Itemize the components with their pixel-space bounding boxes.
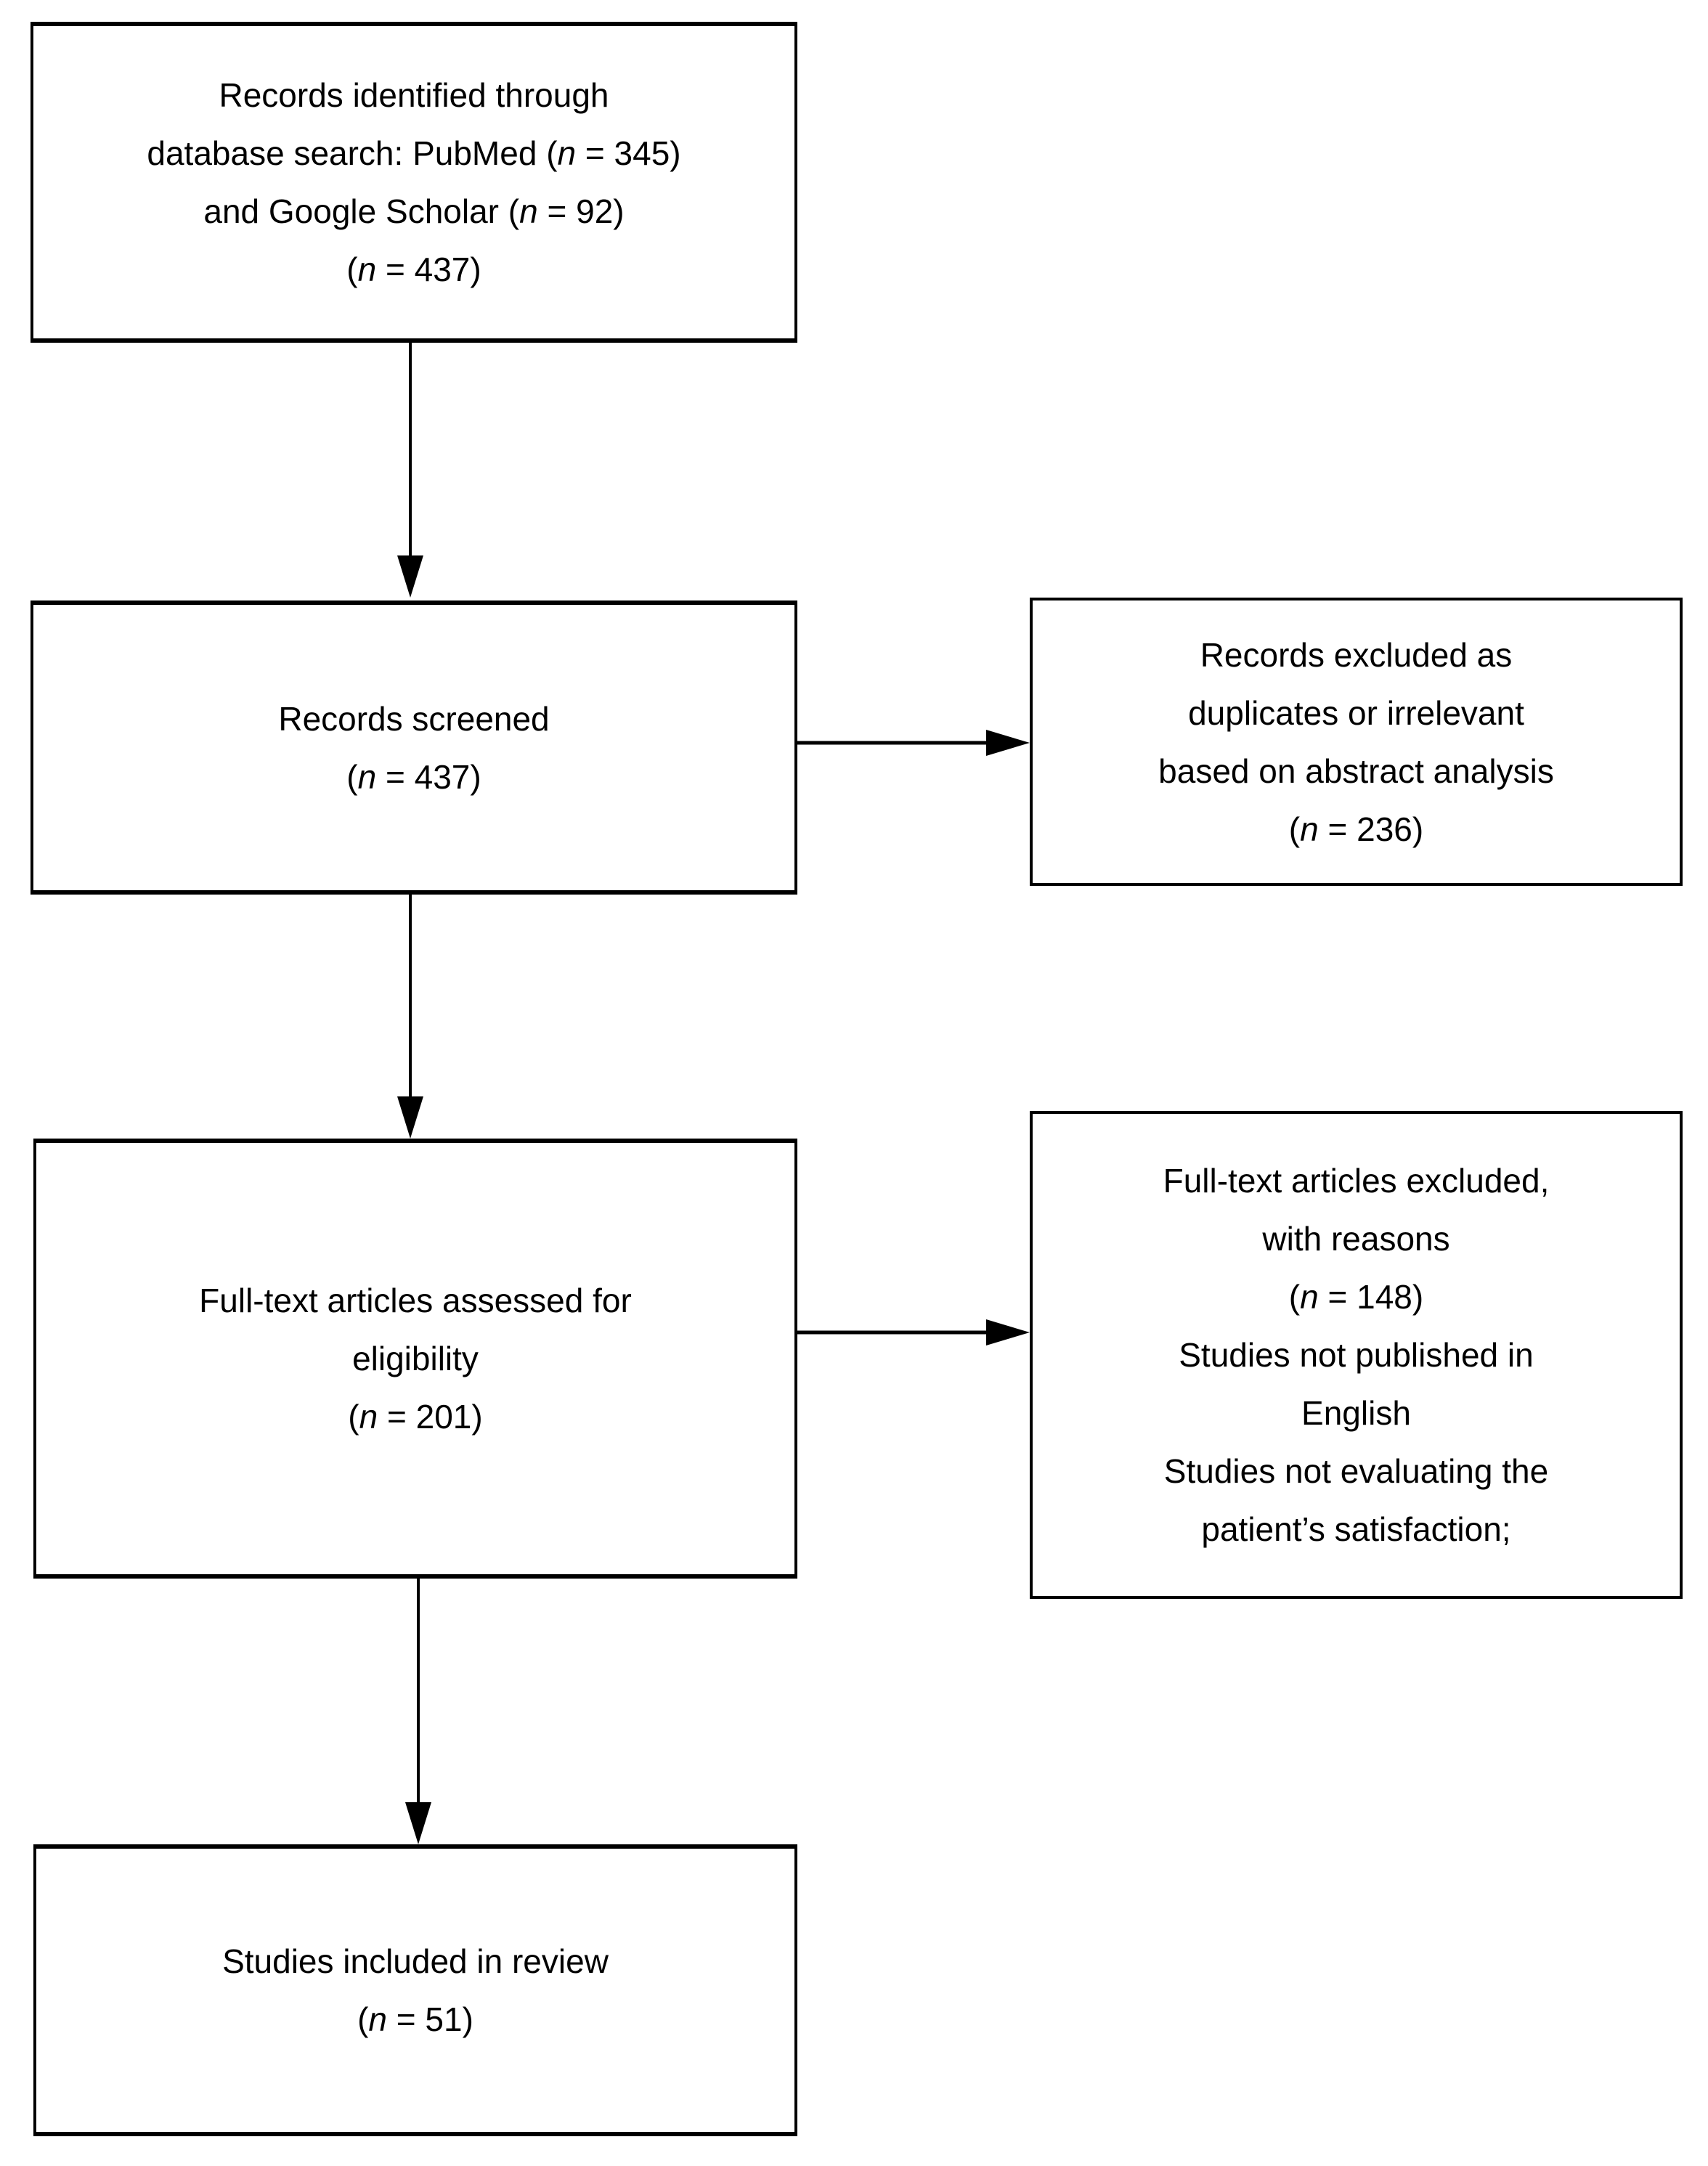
arrow-eligibility-to-included: [405, 1579, 431, 1844]
box-fulltext-excluded: Full-text articles excluded,with reasons…: [1030, 1111, 1683, 1599]
box-records-screened-text: Records screened(n = 437): [278, 699, 550, 796]
box-studies-included-text: Studies included in review(n = 51): [222, 1942, 609, 2038]
box-fulltext-excluded-text: Full-text articles excluded,with reasons…: [1163, 1162, 1550, 1548]
arrow-identification-to-screening: [397, 343, 423, 598]
arrow-screening-to-screening-excluded: [797, 730, 1030, 756]
arrow-screening-to-eligibility: [397, 895, 423, 1139]
box-records-screened: Records screened(n = 437): [30, 600, 797, 895]
arrow-eligibility-to-eligibility-excluded: [797, 1319, 1030, 1345]
box-studies-included: Studies included in review(n = 51): [33, 1844, 797, 2136]
